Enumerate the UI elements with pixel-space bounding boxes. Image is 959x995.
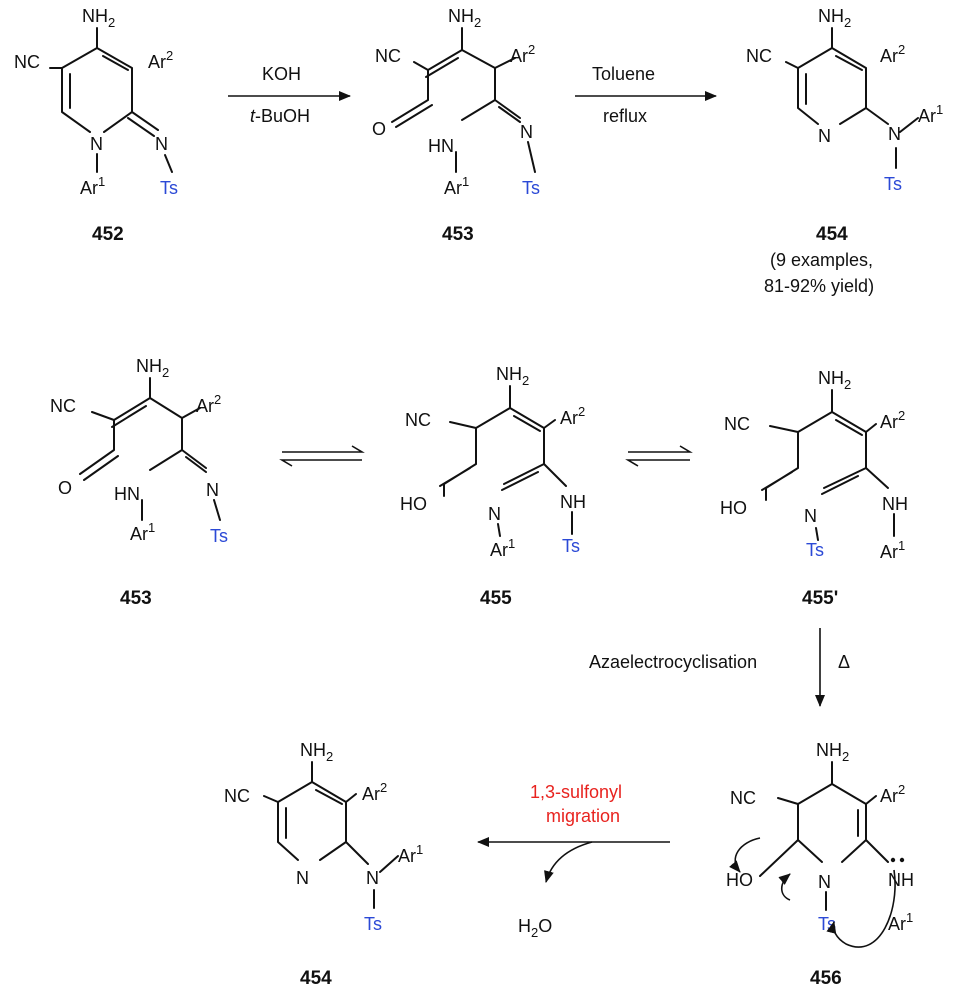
atom-o: O	[372, 119, 386, 139]
atom-ar1: Ar1	[80, 174, 105, 198]
process-sulfonyl-migration-line1: 1,3-sulfonyl	[530, 782, 622, 802]
atom-ar2: Ar2	[362, 780, 387, 804]
compound-label: 454	[816, 224, 848, 245]
atom-hn: HN	[428, 136, 454, 156]
compound-label: 455'	[802, 588, 838, 609]
atom-ts: Ts	[522, 178, 540, 198]
atom-n: N	[520, 122, 533, 142]
atom-nh2: NH2	[82, 6, 115, 30]
atom-ar1: Ar1	[490, 536, 515, 560]
atom-ar1: Ar1	[398, 842, 423, 866]
atom-ar2: Ar2	[148, 48, 173, 72]
atom-ho: HO	[720, 498, 747, 518]
atom-ts: Ts	[884, 174, 902, 194]
atom-ar2: Ar2	[880, 42, 905, 66]
atom-ar1: Ar1	[918, 102, 943, 126]
atom-nc: NC	[405, 410, 431, 430]
atom-nh2: NH2	[818, 6, 851, 30]
process-azaelectrocyclisation: Azaelectrocyclisation	[589, 652, 757, 672]
atom-nh2: NH2	[448, 6, 481, 30]
atom-ho: HO	[400, 494, 427, 514]
atom-n: N	[818, 872, 831, 892]
atom-nc: NC	[724, 414, 750, 434]
structure-455: NH2 NC Ar2 HO N NH Ar1 Ts 455	[400, 364, 586, 609]
atom-nh2: NH2	[300, 740, 333, 764]
lone-pair-dot	[890, 857, 896, 863]
arrow-step2: Toluene reflux	[575, 64, 717, 126]
atom-ar2: Ar2	[196, 392, 221, 416]
atom-ts: Ts	[806, 540, 824, 560]
structure-454-bottom: NH2 NC Ar2 N N Ar1 Ts 454	[224, 740, 423, 989]
equilibrium-arrow-1	[279, 445, 365, 467]
atom-ar1: Ar1	[880, 538, 905, 562]
atom-ar1: Ar1	[444, 174, 469, 198]
atom-ar2: Ar2	[510, 42, 535, 66]
atom-n-amine: N	[366, 868, 379, 888]
atom-nc: NC	[746, 46, 772, 66]
atom-ts: Ts	[210, 526, 228, 546]
atom-ho: HO	[726, 870, 753, 890]
equilibrium-arrow-2	[625, 445, 693, 467]
atom-nh: NH	[560, 492, 586, 512]
yield-note-line1: (9 examples,	[770, 250, 873, 270]
compound-label: 453	[442, 224, 474, 245]
condition-reflux: reflux	[603, 106, 647, 126]
structure-454-top: NH2 NC Ar2 N N Ar1 Ts 454 (9 examples, 8…	[746, 6, 943, 296]
atom-ts: Ts	[364, 914, 382, 934]
heat-symbol: Δ	[838, 652, 850, 672]
compound-label: 454	[300, 968, 332, 989]
structure-453-middle: NH2 NC Ar2 O HN N Ar1 Ts 453	[50, 356, 228, 609]
reagent-koh: KOH	[262, 64, 301, 84]
atom-n: N	[804, 506, 817, 526]
atom-nc: NC	[730, 788, 756, 808]
structure-452: NH2 NC Ar2 N N Ar1 Ts 452	[14, 6, 178, 245]
compound-label: 455	[480, 588, 512, 609]
atom-n: N	[488, 504, 501, 524]
atom-nc: NC	[375, 46, 401, 66]
byproduct-water: H2O	[518, 916, 552, 940]
structure-455-prime: NH2 NC Ar2 HO N NH Ts Ar1 455'	[720, 368, 908, 609]
atom-ar2: Ar2	[880, 782, 905, 806]
atom-nh2: NH2	[818, 368, 851, 392]
atom-n-amine: N	[888, 124, 901, 144]
atom-nc: NC	[50, 396, 76, 416]
atom-ts: Ts	[562, 536, 580, 556]
atom-nh2: NH2	[496, 364, 529, 388]
arrow-step3: Azaelectrocyclisation Δ	[589, 628, 850, 707]
atom-nh2: NH2	[816, 740, 849, 764]
yield-note-line2: 81-92% yield)	[764, 276, 874, 296]
atom-nh: NH	[882, 494, 908, 514]
structure-453-top: NH2 NC Ar2 O HN N Ar1 Ts 453	[372, 6, 540, 245]
atom-n: N	[206, 480, 219, 500]
atom-hn: HN	[114, 484, 140, 504]
atom-n-ring: N	[296, 868, 309, 888]
atom-n-imine: N	[155, 134, 168, 154]
atom-ar2: Ar2	[560, 404, 585, 428]
atom-ar2: Ar2	[880, 408, 905, 432]
arrow-step1: KOH t-BuOH	[228, 64, 351, 126]
atom-n-ring: N	[90, 134, 103, 154]
structure-456: NH2 NC Ar2 HO N NH Ts Ar1 456	[726, 740, 914, 989]
compound-label: 453	[120, 588, 152, 609]
arrow-step4: 1,3-sulfonyl migration H2O	[477, 782, 670, 940]
atom-nc: NC	[224, 786, 250, 806]
atom-nc: NC	[14, 52, 40, 72]
atom-n-ring: N	[818, 126, 831, 146]
atom-ts: Ts	[160, 178, 178, 198]
solvent-tbuoh: t-BuOH	[250, 106, 310, 126]
compound-label: 456	[810, 968, 842, 989]
atom-o: O	[58, 478, 72, 498]
atom-ar1: Ar1	[888, 910, 913, 934]
atom-nh2: NH2	[136, 356, 169, 380]
atom-ar1: Ar1	[130, 520, 155, 544]
lone-pair-dot	[899, 857, 905, 863]
process-sulfonyl-migration-line2: migration	[546, 806, 620, 826]
compound-label: 452	[92, 224, 124, 245]
solvent-toluene: Toluene	[592, 64, 655, 84]
atom-nh: NH	[888, 870, 914, 890]
